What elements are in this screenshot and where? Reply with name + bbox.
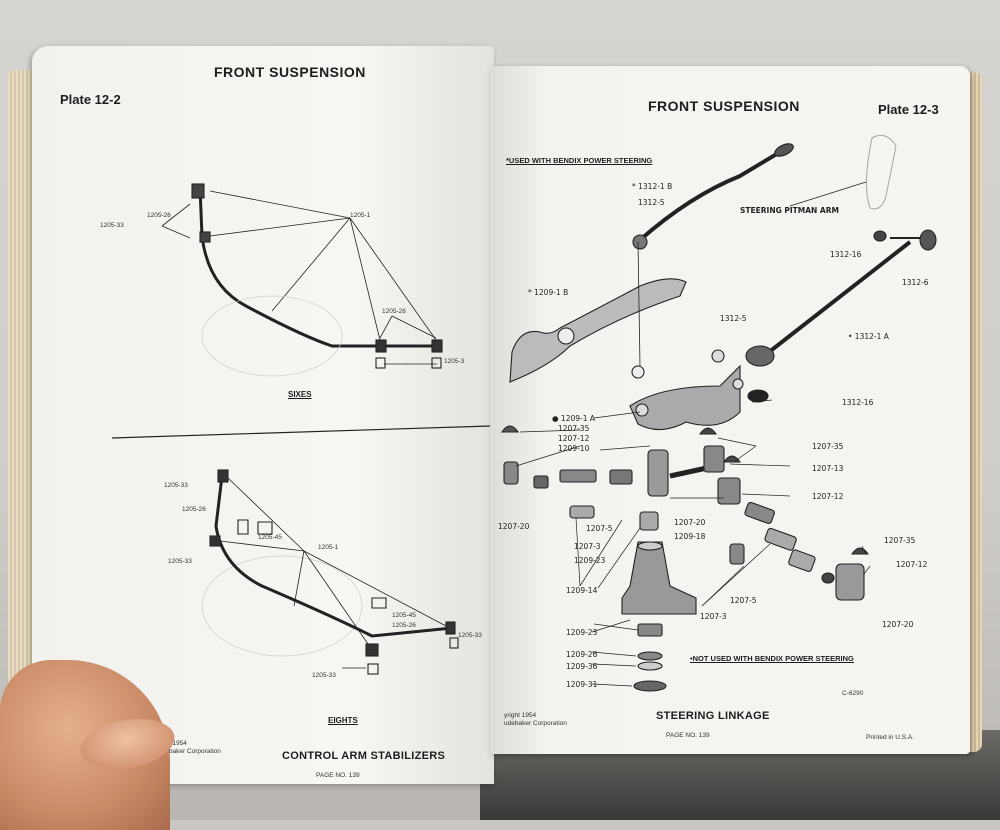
part-label: 1205-26 xyxy=(382,308,406,315)
bracket-sixes-lower xyxy=(199,231,211,243)
section-label-eights: EIGHTS xyxy=(328,716,358,725)
copyright-line: udebaker Corporation xyxy=(158,748,221,755)
link-sixes-right xyxy=(431,339,443,353)
part-label: 1312-5 xyxy=(638,198,665,207)
part-label: 1209-18 xyxy=(674,532,706,541)
part-label: 1207-12 xyxy=(558,434,590,443)
plate-number-left: Plate 12-2 xyxy=(60,92,121,107)
left-page: Plate 12-2 FRONT SUSPENSION xyxy=(32,46,494,784)
part-label: 1209-26 xyxy=(566,650,598,659)
plate-number-right: Plate 12-3 xyxy=(878,102,939,117)
caption-left: CONTROL ARM STABILIZERS xyxy=(282,750,446,762)
part-label: 1205-3 xyxy=(444,358,465,365)
pivot-shaft xyxy=(647,449,669,497)
part-label: ● 1209-1 A xyxy=(552,414,596,423)
part-label: * 1209-1 B xyxy=(528,288,569,297)
stabilizer-bar-sixes xyxy=(198,187,442,348)
caption-right: STEERING LINKAGE xyxy=(656,710,770,722)
part-label: 1312-5 xyxy=(720,314,747,323)
part-label: 1205-26 xyxy=(147,212,171,219)
right-page: FRONT SUSPENSION Plate 12-3 *USED WITH B… xyxy=(490,66,970,754)
copyright-line: udebaker Corporation xyxy=(504,720,567,727)
figure-code: C-6290 xyxy=(842,690,864,697)
part-label: 1207-12 xyxy=(812,492,844,501)
pitman-arm-ghost xyxy=(865,134,897,210)
part-label: • 1312-1 A xyxy=(848,332,889,341)
part-label: 1207-5 xyxy=(730,596,757,605)
part-label: 1205-33 xyxy=(100,222,124,229)
bushing xyxy=(503,461,519,485)
part-label: 1205-26 xyxy=(392,622,416,629)
part-label: 1312-6 xyxy=(902,278,929,287)
part-label: 1205-1 xyxy=(318,544,339,551)
copyright-line: yright 1954 xyxy=(504,712,537,719)
idler-housing xyxy=(621,541,697,615)
note-not-used-with-bendix: •NOT USED WITH BENDIX POWER STEERING xyxy=(690,654,854,663)
tie-rod-a xyxy=(762,240,912,358)
section-label-sixes: SIXES xyxy=(288,390,312,399)
part-label: 1207-35 xyxy=(558,424,590,433)
steering-linkage-diagram xyxy=(500,134,937,692)
part-label: 1205-33 xyxy=(168,558,192,565)
part-label: 1205-33 xyxy=(164,482,188,489)
pitman-arm-label: STEERING PITMAN ARM xyxy=(740,206,839,215)
part-label: 1312-16 xyxy=(842,398,874,407)
link-sixes-left xyxy=(375,339,387,353)
part-label: 1207-35 xyxy=(884,536,916,545)
part-label: 1207-3 xyxy=(700,612,727,621)
ball-socket xyxy=(835,563,865,601)
part-label: 1207-3 xyxy=(574,542,601,551)
part-label: 1205-33 xyxy=(458,632,482,639)
part-label: 1205-1 xyxy=(350,212,371,219)
page-number-right: PAGE NO. 139 xyxy=(666,732,710,739)
part-label: 1207-20 xyxy=(498,522,530,531)
part-label: 1207-13 xyxy=(812,464,844,473)
part-label: 1207-20 xyxy=(674,518,706,527)
part-label: 1205-45 xyxy=(258,534,282,541)
part-label: 1209-23 xyxy=(574,556,606,565)
part-label: 1207-12 xyxy=(896,560,928,569)
part-label: 1209-36 xyxy=(566,662,598,671)
idler-arm-a xyxy=(629,364,741,431)
part-label: 1205-33 xyxy=(312,672,336,679)
printed-in-usa: Printed in U.S.A. xyxy=(866,734,915,741)
part-label: 1205-45 xyxy=(392,612,416,619)
page-number-left: PAGE NO. 139 xyxy=(316,772,360,779)
drag-link-b xyxy=(638,150,782,242)
note-used-with-bendix: *USED WITH BENDIX POWER STEERING xyxy=(506,156,653,165)
section-divider xyxy=(111,425,491,439)
part-label: 1312-16 xyxy=(830,250,862,259)
idler-arm-b xyxy=(509,278,687,383)
part-label: 1207-5 xyxy=(586,524,613,533)
part-label: 1207-20 xyxy=(882,620,914,629)
part-label: 1209-31 xyxy=(566,680,598,689)
part-label: 1209-14 xyxy=(566,586,598,595)
part-label: 1205-26 xyxy=(182,506,206,513)
part-label: 1207-35 xyxy=(812,442,844,451)
part-label: 1209-10 xyxy=(558,444,590,453)
page-title-right: FRONT SUSPENSION xyxy=(648,98,800,114)
stabilizer-diagrams xyxy=(111,183,491,675)
part-label: * 1312-1 B xyxy=(632,182,673,191)
page-title-left: FRONT SUSPENSION xyxy=(214,64,366,80)
stabilizer-bar-eights xyxy=(214,475,453,638)
bracket-sixes-upper xyxy=(191,183,205,199)
part-label: 1209-23 xyxy=(566,628,598,637)
